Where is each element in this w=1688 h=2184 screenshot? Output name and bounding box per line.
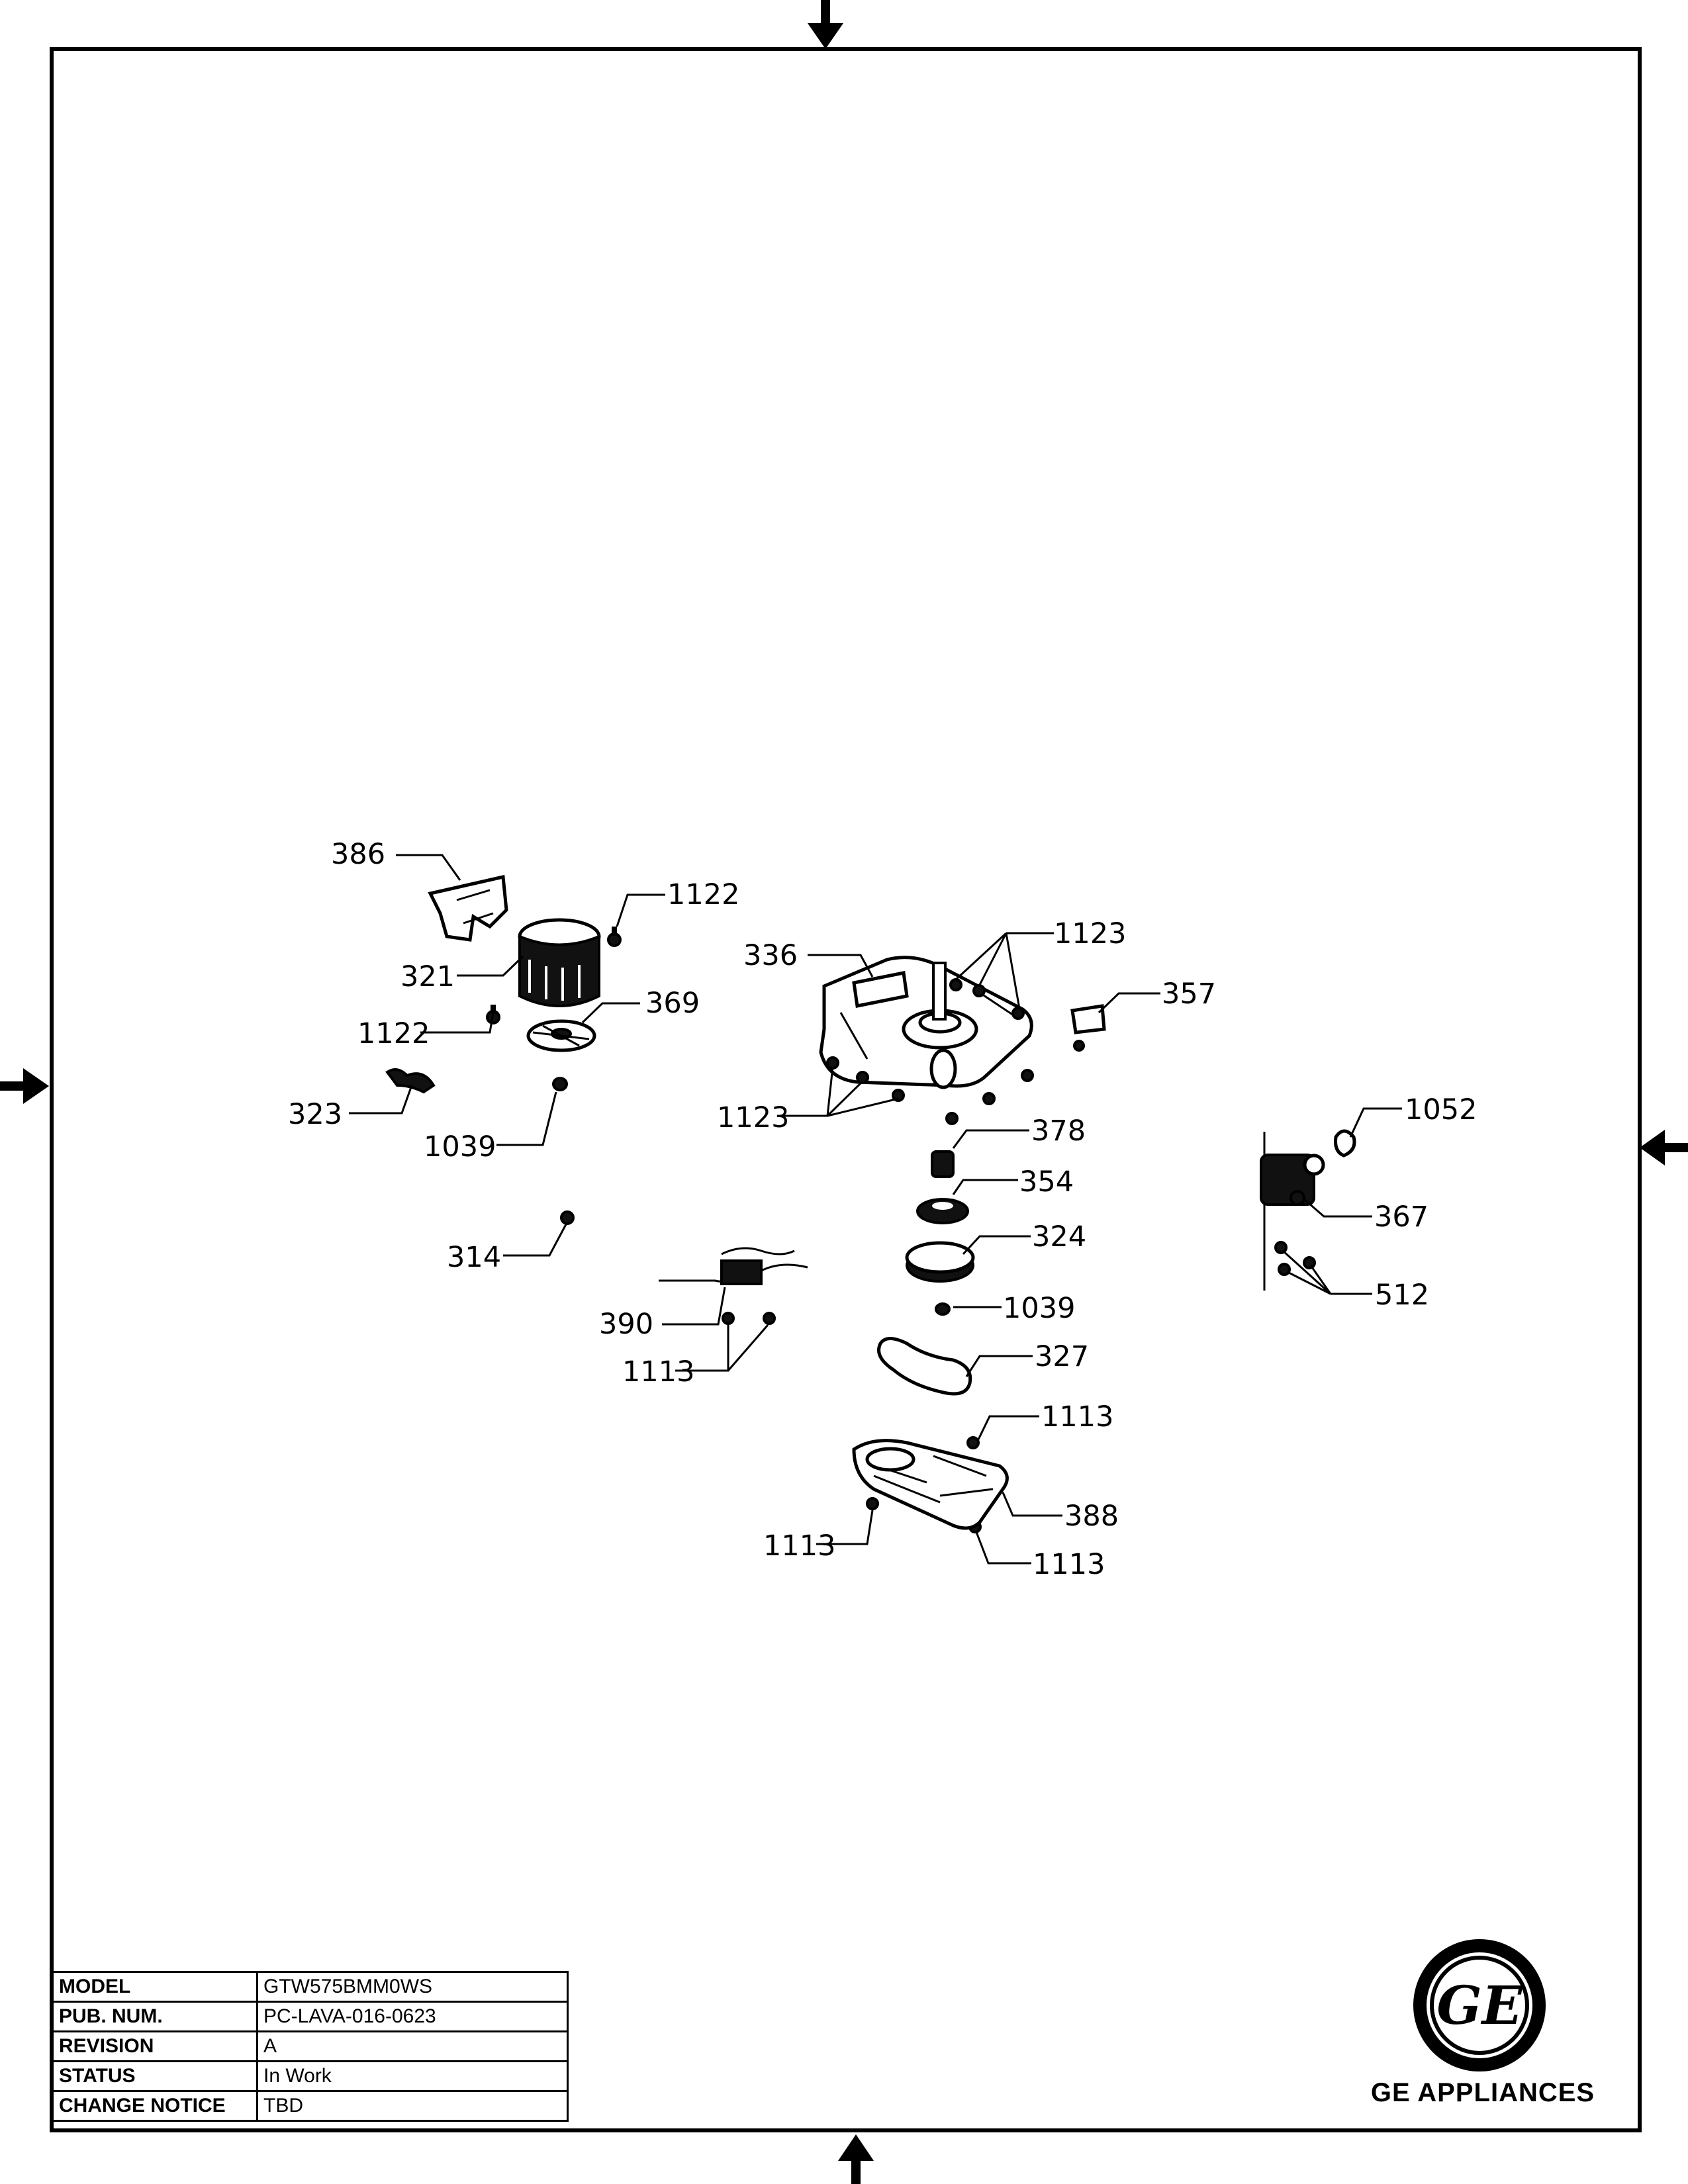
part-354-hub bbox=[916, 1198, 969, 1224]
callout-label: 369 bbox=[645, 987, 700, 1020]
part-357-sensor bbox=[1070, 1004, 1106, 1052]
callout-label: 314 bbox=[447, 1241, 501, 1274]
part-327-belt bbox=[877, 1337, 972, 1396]
callout-label: 1123 bbox=[717, 1101, 789, 1134]
callout-label: 1039 bbox=[424, 1130, 496, 1163]
brand-name: GE APPLIANCES bbox=[1370, 2078, 1595, 2107]
title-block-value: PC-LAVA-016-0623 bbox=[256, 2001, 569, 2032]
callout-label: 354 bbox=[1019, 1165, 1074, 1199]
part-1123-screw bbox=[949, 978, 962, 991]
title-block-row: REVISION A bbox=[52, 2030, 569, 2062]
part-1123-screw bbox=[856, 1071, 869, 1084]
title-block-row: PUB. NUM. PC-LAVA-016-0623 bbox=[52, 2001, 569, 2032]
part-324-pulley bbox=[905, 1241, 975, 1283]
callout-label: 1122 bbox=[667, 878, 739, 911]
part-1123-screw bbox=[972, 984, 986, 997]
callout-label: 390 bbox=[599, 1308, 653, 1341]
callout-leaders bbox=[349, 854, 1402, 1565]
part-1122-screw bbox=[607, 927, 622, 947]
title-block-key: MODEL bbox=[52, 1971, 258, 2003]
part-378-coupler bbox=[931, 1150, 955, 1178]
callout-label: 1122 bbox=[357, 1017, 430, 1050]
callout-label: 1113 bbox=[1033, 1548, 1105, 1581]
part-1123-screw bbox=[892, 1089, 905, 1102]
callout-label: 386 bbox=[331, 838, 385, 871]
part-367-valve bbox=[1260, 1132, 1325, 1291]
part-1113-screw bbox=[763, 1312, 776, 1325]
callout-label: 1123 bbox=[1054, 917, 1126, 950]
alignment-arrow-icon bbox=[0, 1068, 49, 1104]
callout-label: 321 bbox=[400, 960, 455, 993]
part-1123-screw bbox=[1011, 1007, 1025, 1020]
callout-label: 388 bbox=[1064, 1500, 1119, 1533]
callout-label: 1113 bbox=[763, 1529, 835, 1563]
title-block-key: PUB. NUM. bbox=[52, 2001, 258, 2032]
part-386-bracket bbox=[428, 874, 508, 942]
title-block-value: A bbox=[256, 2030, 569, 2062]
part-1123-screw bbox=[826, 1056, 839, 1069]
title-block-value: TBD bbox=[256, 2090, 569, 2122]
part-388-base bbox=[852, 1439, 1009, 1530]
part-1123-screw bbox=[982, 1092, 996, 1105]
callout-label: 327 bbox=[1035, 1340, 1089, 1373]
ge-monogram-logo: GE bbox=[1413, 1939, 1546, 2071]
title-block: MODEL GTW575BMM0WS PUB. NUM. PC-LAVA-016… bbox=[52, 1971, 569, 2122]
part-1123-screw bbox=[1021, 1069, 1034, 1082]
callout-label: 324 bbox=[1032, 1220, 1086, 1253]
callout-label: 1113 bbox=[1041, 1400, 1113, 1433]
part-1113-screw bbox=[966, 1436, 980, 1449]
callout-label: 1052 bbox=[1405, 1093, 1477, 1126]
callout-label: 1039 bbox=[1003, 1292, 1075, 1325]
part-1113-screw bbox=[866, 1497, 879, 1510]
part-1039-screw bbox=[552, 1077, 568, 1091]
title-block-row: STATUS In Work bbox=[52, 2060, 569, 2092]
alignment-arrow-icon bbox=[1640, 1130, 1688, 1165]
alignment-arrow-icon bbox=[808, 0, 843, 49]
part-1039-screw bbox=[935, 1302, 951, 1316]
title-block-value: In Work bbox=[256, 2060, 569, 2092]
title-block-key: CHANGE NOTICE bbox=[52, 2090, 258, 2122]
part-323-connector bbox=[385, 1068, 436, 1094]
callout-label: 336 bbox=[743, 939, 798, 972]
callout-label: 357 bbox=[1162, 978, 1216, 1011]
title-block-key: REVISION bbox=[52, 2030, 258, 2062]
part-390-harness bbox=[659, 1247, 808, 1325]
alignment-arrow-icon bbox=[838, 2134, 874, 2184]
callout-label: 323 bbox=[288, 1098, 342, 1131]
callout-label: 512 bbox=[1375, 1279, 1429, 1312]
part-1123-screw bbox=[945, 1112, 959, 1125]
title-block-row: MODEL GTW575BMM0WS bbox=[52, 1971, 569, 2003]
drawing-border bbox=[50, 47, 1642, 2132]
part-1052-clip bbox=[1334, 1129, 1356, 1158]
part-512-screw bbox=[1278, 1263, 1291, 1276]
title-block-value: GTW575BMM0WS bbox=[256, 1971, 569, 2003]
title-block-key: STATUS bbox=[52, 2060, 258, 2092]
title-block-row: CHANGE NOTICE TBD bbox=[52, 2090, 569, 2122]
part-336-mount-plate bbox=[819, 956, 1033, 1089]
callout-label: 378 bbox=[1031, 1115, 1086, 1148]
callout-label: 367 bbox=[1374, 1201, 1429, 1234]
part-321-motor bbox=[518, 918, 601, 1007]
part-314-screw bbox=[560, 1210, 575, 1225]
callout-label: 1113 bbox=[622, 1355, 694, 1388]
svg-text:GE: GE bbox=[1436, 1974, 1523, 2036]
part-512-screw bbox=[1303, 1256, 1316, 1269]
part-369-plate bbox=[526, 1019, 596, 1052]
